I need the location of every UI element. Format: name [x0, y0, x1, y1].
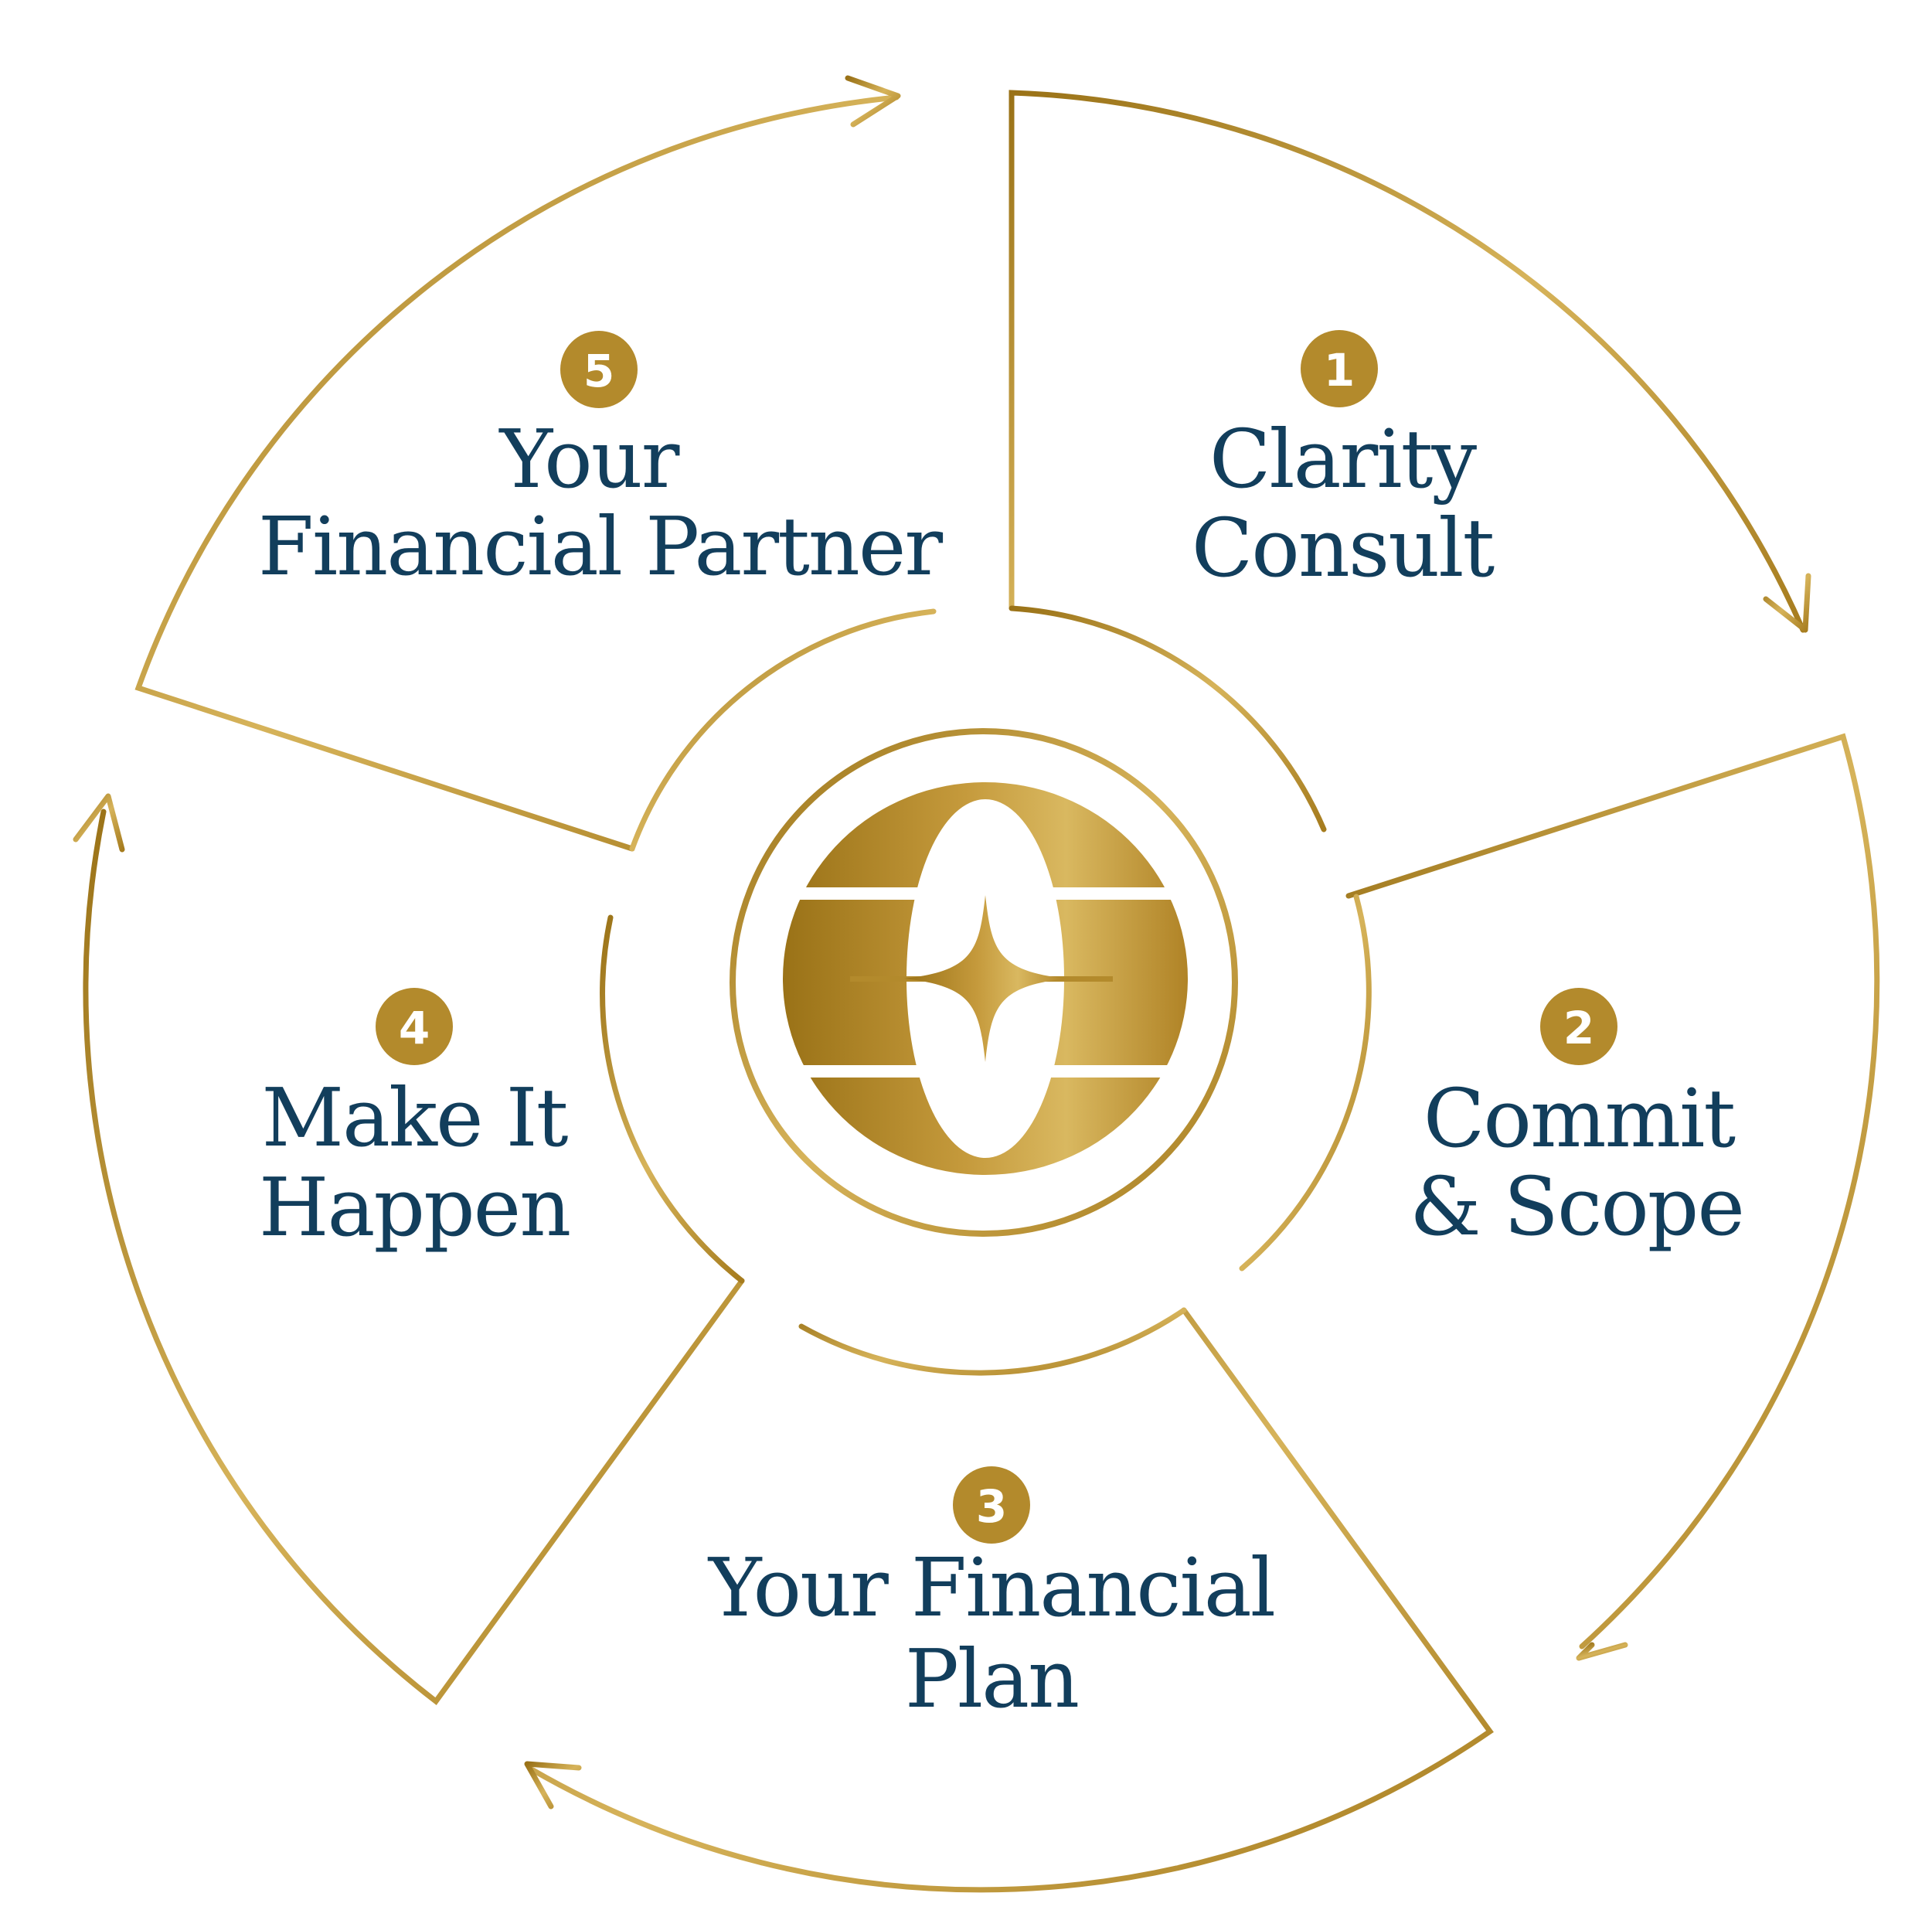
segment-3-outline [527, 1307, 1494, 1893]
center-logo [730, 728, 1238, 1237]
step-2: 2 Commit & Scope [1410, 988, 1745, 1254]
arrowhead-5-icon [845, 75, 901, 128]
monogram-o-star-icon [765, 782, 1206, 1175]
arrowhead-2-icon [1576, 1642, 1628, 1661]
segment-5-outline [134, 94, 937, 852]
step-1-title-line1: Clarity [1209, 412, 1478, 506]
step-1-title-line2: Consult [1192, 501, 1495, 595]
step-1-number: 1 [1324, 344, 1355, 397]
step-4-title-line2: Happen [259, 1160, 570, 1255]
segment-2-outline [1239, 733, 1880, 1650]
step-4: 4 Make It Happen [259, 988, 571, 1255]
arrowhead-3-icon [524, 1761, 582, 1810]
step-1-number-badge [1301, 330, 1378, 407]
step-4-number-badge [376, 988, 453, 1065]
step-5-number: 5 [583, 345, 614, 397]
step-5-title-line1: Your [498, 412, 680, 506]
segment-4-outline [83, 809, 745, 1705]
step-3-title-line2: Plan [905, 1632, 1078, 1726]
step-5-number-badge [560, 331, 638, 408]
step-2-number-badge [1540, 988, 1617, 1065]
step-5-title-line2: Financial Partner [258, 499, 944, 594]
step-2-number: 2 [1563, 1002, 1594, 1054]
logo-outer-ring [730, 728, 1238, 1237]
step-3-number: 3 [976, 1480, 1007, 1533]
step-2-title-line2: & Scope [1410, 1159, 1743, 1254]
step-4-number: 4 [399, 1002, 430, 1054]
step-4-title-line1: Make It [262, 1071, 568, 1165]
step-3-number-badge [953, 1466, 1030, 1544]
step-1: 1 Clarity Consult [1192, 330, 1495, 595]
step-5: 5 Your Financial Partner [258, 331, 944, 594]
segment-1-outline [1009, 90, 1806, 832]
step-3: 3 Your Financial Plan [707, 1466, 1276, 1726]
arrowhead-1-icon [1763, 573, 1811, 633]
step-2-title-line1: Commit [1423, 1071, 1736, 1166]
step-3-title-line1: Your Financial [707, 1541, 1274, 1635]
arrowhead-4-icon [73, 793, 125, 853]
